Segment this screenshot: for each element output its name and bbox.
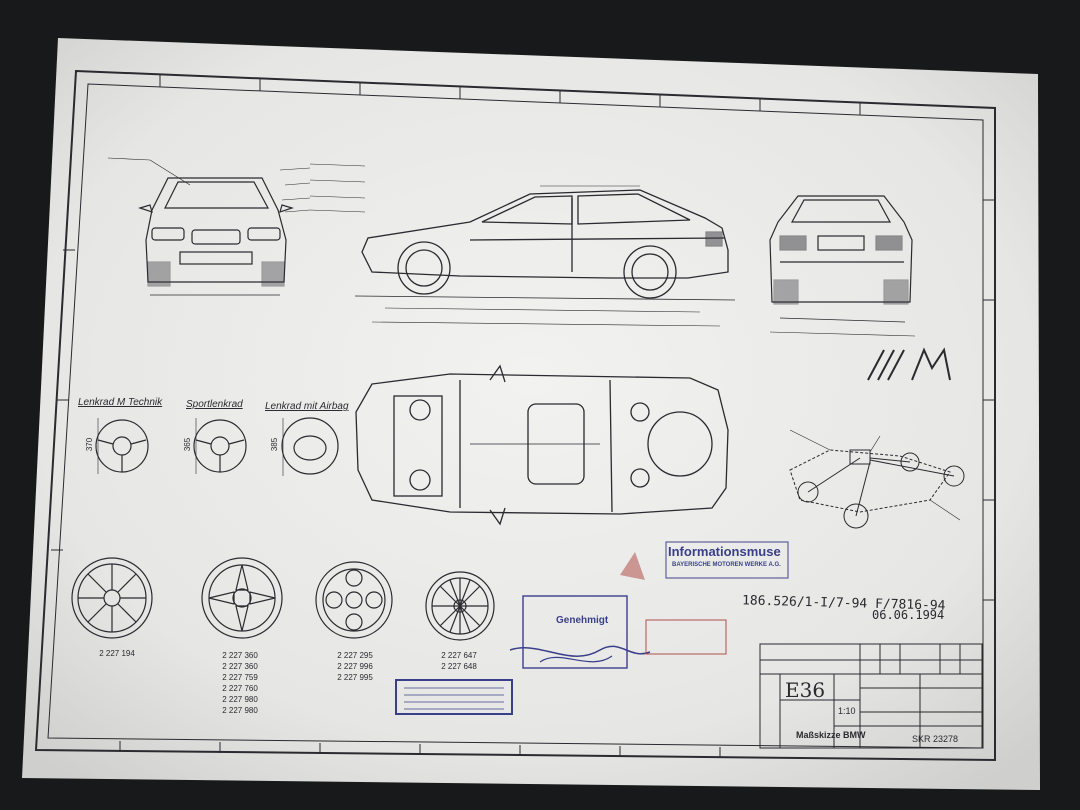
stamp-info-title: Informationsmuse bbox=[668, 544, 781, 559]
stamp-info-rect bbox=[665, 541, 789, 579]
title-drawing-name: Maßskizze BMW bbox=[796, 730, 866, 740]
stamp-blue-rect bbox=[395, 679, 513, 715]
paper-sheet bbox=[22, 38, 1040, 790]
label-steering-m-technik: Lenkrad M Technik bbox=[78, 397, 163, 408]
red-seal bbox=[620, 552, 645, 580]
abs-brake-diagram bbox=[789, 429, 965, 529]
stamp-blue-lines bbox=[404, 687, 504, 710]
label-steering-sport: Sportlenkrad bbox=[186, 399, 243, 410]
signature-scribble-2 bbox=[539, 655, 613, 663]
label-steering-airbag: Lenkrad mit Airbag bbox=[265, 401, 349, 412]
title-drawing-number: SKR 23278 bbox=[912, 734, 959, 744]
car-front-view bbox=[138, 177, 294, 296]
m-logo bbox=[867, 347, 951, 381]
wheel-3-number-1: 2 227 295 bbox=[337, 651, 373, 660]
title-block bbox=[759, 643, 983, 749]
front-leader-lines bbox=[107, 157, 366, 213]
dim-385: 385 bbox=[270, 437, 280, 452]
wheel-2-number-5: 2 227 980 bbox=[222, 695, 258, 704]
wheel-2-number-6: 2 227 980 bbox=[222, 706, 258, 715]
stamp-genehmigt-rect bbox=[522, 595, 628, 669]
title-scale: 1:10 bbox=[838, 706, 856, 716]
approval-date: 06.06.1994 bbox=[872, 608, 945, 622]
border-outer bbox=[34, 69, 996, 762]
wheel-3-number-2: 2 227 996 bbox=[337, 662, 373, 671]
car-side-view bbox=[354, 185, 736, 327]
border-ticks bbox=[51, 74, 995, 758]
wheel-2-number-2: 2 227 360 bbox=[222, 662, 258, 671]
signature-scribble bbox=[509, 645, 651, 657]
stamp-info-sub: BAYERISCHE MOTOREN WERKE A.G. bbox=[672, 562, 781, 568]
border-inner bbox=[47, 83, 984, 749]
wheel-4-number-1: 2 227 647 bbox=[441, 651, 477, 660]
dim-370: 370 bbox=[85, 437, 95, 452]
car-rear-view bbox=[769, 195, 916, 337]
wheel-rims bbox=[71, 557, 495, 641]
wheel-1-number-1: 2 227 194 bbox=[99, 649, 135, 658]
title-model: E36 bbox=[785, 678, 826, 702]
wheel-4-number-2: 2 227 648 bbox=[441, 662, 477, 671]
wheel-2-number-1: 2 227 360 bbox=[222, 651, 258, 660]
dim-365: 365 bbox=[183, 437, 193, 452]
stamp-arbeitsmuster bbox=[645, 619, 727, 655]
steering-wheels bbox=[95, 417, 339, 476]
stamp-genehmigt: Genehmigt bbox=[556, 615, 609, 626]
wheel-2-number-3: 2 227 759 bbox=[222, 673, 258, 682]
wheel-3-number-3: 2 227 995 bbox=[337, 673, 373, 682]
wheel-2-number-4: 2 227 760 bbox=[222, 684, 258, 693]
car-top-view bbox=[355, 364, 729, 526]
